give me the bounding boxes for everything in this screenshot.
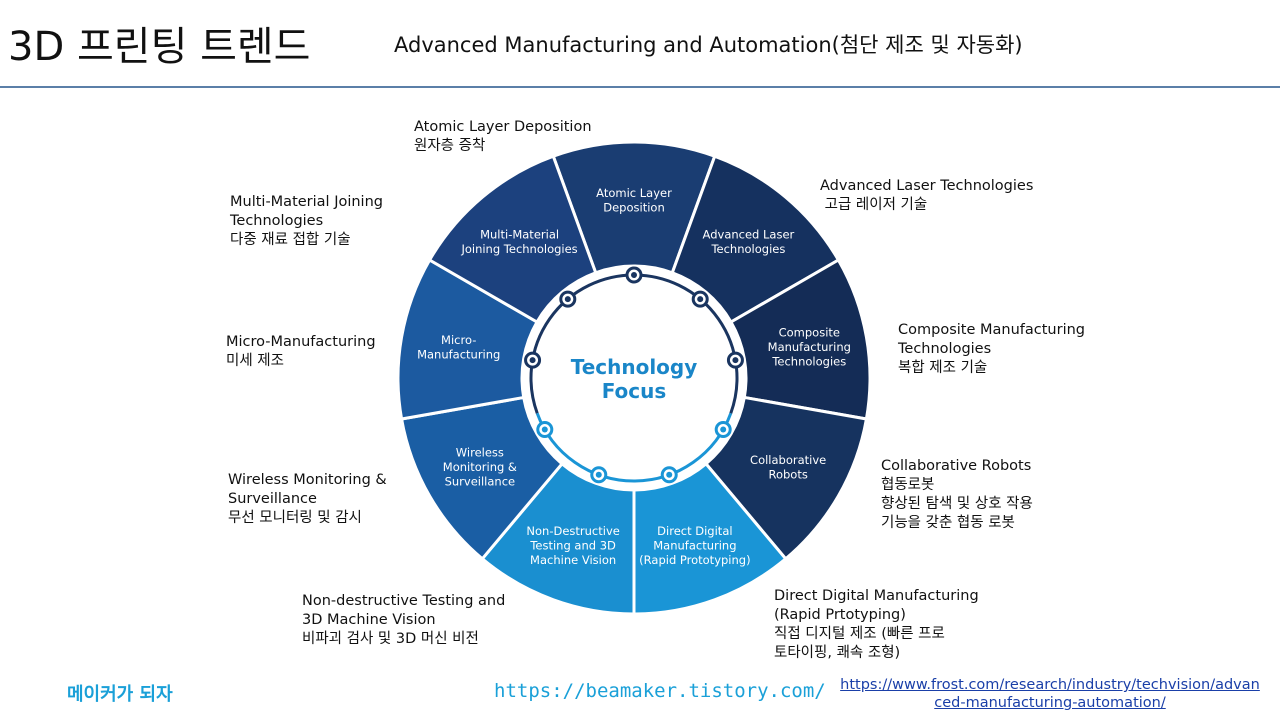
callout-korean: 직접 디지털 제조 (빠른 프로 bbox=[774, 626, 945, 642]
ring-node-dot-6 bbox=[541, 426, 548, 433]
callout-description-cont: 기능을 갖춘 협동 로봇 bbox=[881, 515, 1015, 531]
callout-title-cont: (Rapid Prtotyping) bbox=[774, 607, 906, 623]
callout-direct-digital-manufacturing: Direct Digital Manufacturing (Rapid Prto… bbox=[774, 587, 979, 663]
callout-korean: 비파괴 검사 및 3D 머신 비전 bbox=[302, 631, 479, 647]
page-title: 3D 프린팅 트렌드 bbox=[8, 24, 311, 70]
callout-korean: 원자층 증착 bbox=[414, 138, 486, 154]
callout-korean: 고급 레이저 기술 bbox=[820, 197, 928, 213]
source-link-line1[interactable]: https://www.frost.com/research/industry/… bbox=[840, 677, 1260, 693]
callout-micro-manufacturing: Micro-Manufacturing 미세 제조 bbox=[226, 333, 376, 371]
callout-title: Composite Manufacturing bbox=[898, 322, 1085, 338]
callout-wireless-monitoring: Wireless Monitoring & Surveillance 무선 모니… bbox=[228, 471, 387, 528]
callout-title: Advanced Laser Technologies bbox=[820, 178, 1034, 194]
ring-node-dot-2 bbox=[732, 357, 739, 364]
callout-korean: 미세 제조 bbox=[226, 353, 284, 369]
callout-title: Collaborative Robots bbox=[881, 458, 1032, 474]
callout-description: 향상된 탐색 및 상호 작용 bbox=[881, 496, 1033, 512]
callout-korean-cont: 토타이핑, 쾌속 조형) bbox=[774, 645, 901, 661]
ring-node-dot-8 bbox=[564, 296, 571, 303]
callout-atomic-layer-deposition: Atomic Layer Deposition 원자층 증착 bbox=[414, 118, 592, 156]
footer-blog-name: 메이커가 되자 bbox=[67, 684, 173, 705]
wheel-segment-8 bbox=[427, 154, 598, 325]
page-subtitle: Advanced Manufacturing and Automation(첨단… bbox=[394, 33, 1023, 57]
ring-node-dot-0 bbox=[631, 272, 637, 278]
callout-korean: 복합 제조 기술 bbox=[898, 360, 988, 376]
callout-korean: 무선 모니터링 및 감시 bbox=[228, 510, 362, 526]
footer-source-link[interactable]: https://www.frost.com/research/industry/… bbox=[830, 676, 1270, 712]
callout-non-destructive-testing: Non-destructive Testing and 3D Machine V… bbox=[302, 592, 505, 649]
wheel-segment-label-7: Micro-Manufacturing bbox=[417, 333, 500, 362]
center-circle bbox=[524, 268, 744, 488]
callout-korean: 협동로봇 bbox=[881, 477, 935, 493]
inner-ring-light-arc bbox=[535, 412, 733, 483]
callout-korean: 다중 재료 접합 기술 bbox=[230, 232, 351, 248]
callout-title-cont: Technologies bbox=[898, 341, 992, 357]
callout-collaborative-robots: Collaborative Robots 협동로봇 향상된 탐색 및 상호 작용… bbox=[881, 457, 1033, 533]
ring-node-dot-7 bbox=[529, 357, 536, 364]
callout-title-cont: Surveillance bbox=[228, 491, 317, 507]
callout-multi-material-joining: Multi-Material Joining Technologies 다중 재… bbox=[230, 193, 383, 250]
callout-title: Atomic Layer Deposition bbox=[414, 119, 592, 135]
header-divider bbox=[0, 86, 1280, 88]
callout-title-cont: 3D Machine Vision bbox=[302, 612, 436, 628]
ring-node-dot-4 bbox=[666, 471, 673, 478]
callout-title: Multi-Material Joining bbox=[230, 194, 383, 210]
callout-title: Micro-Manufacturing bbox=[226, 334, 376, 350]
ring-node-dot-5 bbox=[595, 471, 602, 478]
callout-title-cont: Technologies bbox=[230, 213, 324, 229]
callout-composite-manufacturing: Composite Manufacturing Technologies 복합 … bbox=[898, 321, 1085, 378]
ring-node-dot-3 bbox=[720, 426, 727, 433]
callout-title: Direct Digital Manufacturing bbox=[774, 588, 979, 604]
source-link-line2[interactable]: ced-manufacturing-automation/ bbox=[934, 695, 1166, 711]
callout-title: Wireless Monitoring & bbox=[228, 472, 387, 488]
footer-blog-link[interactable]: https://beamaker.tistory.com/ bbox=[494, 680, 826, 702]
ring-node-dot-1 bbox=[697, 296, 704, 303]
callout-title: Non-destructive Testing and bbox=[302, 593, 506, 609]
callout-advanced-laser: Advanced Laser Technologies 고급 레이저 기술 bbox=[820, 177, 1033, 215]
